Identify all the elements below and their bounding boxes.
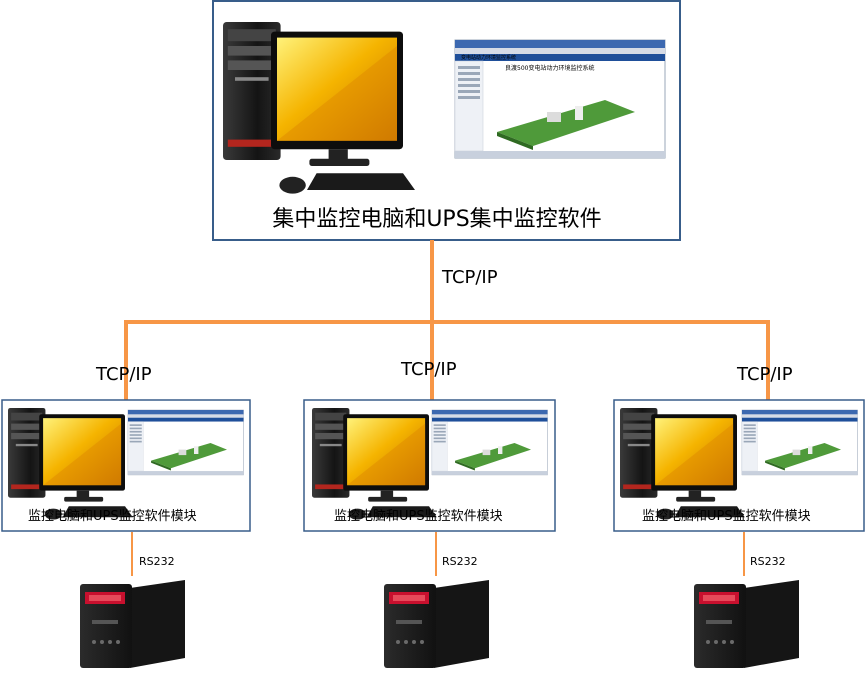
central-monitoring-box: 变电站动力环境监控系统 良渡500变电站动力环境监控系统 集中监控电脑和UPS集… [212,0,681,241]
ups-device-icon-1 [80,580,185,668]
ups-device-icon-3 [694,580,799,668]
central-software-screenshot: 变电站动力环境监控系统 良渡500变电站动力环境监控系统 [454,39,666,159]
site-box-1: 监控电脑和UPS监控软件模块 [1,399,251,532]
trunk-protocol-label: TCP/IP [441,267,498,288]
network-links [124,240,770,576]
branch-protocol-label-3: TCP/IP [736,364,793,385]
serial-label-3: RS232 [750,555,786,568]
serial-label-1: RS232 [139,555,175,568]
site-box-3: 监控电脑和UPS监控软件模块 [613,399,865,532]
central-screen-title: 变电站动力环境监控系统 [461,54,516,61]
ups-device-icon-2 [384,580,489,668]
central-screen-heading: 良渡500变电站动力环境监控系统 [505,64,594,72]
branch-protocol-label-2: TCP/IP [400,359,457,380]
site-label-2: 监控电脑和UPS监控软件模块 [334,509,503,524]
site-box-2: 监控电脑和UPS监控软件模块 [303,399,556,532]
central-box-label: 集中监控电脑和UPS集中监控软件 [272,207,601,232]
site-software-screenshot-2 [431,409,548,476]
site-label-3: 监控电脑和UPS监控软件模块 [642,509,811,524]
site-software-screenshot-1 [127,409,244,476]
site-label-1: 监控电脑和UPS监控软件模块 [28,509,197,524]
branch-protocol-label-1: TCP/IP [95,364,152,385]
serial-label-2: RS232 [442,555,478,568]
site-software-screenshot-3 [741,409,858,476]
